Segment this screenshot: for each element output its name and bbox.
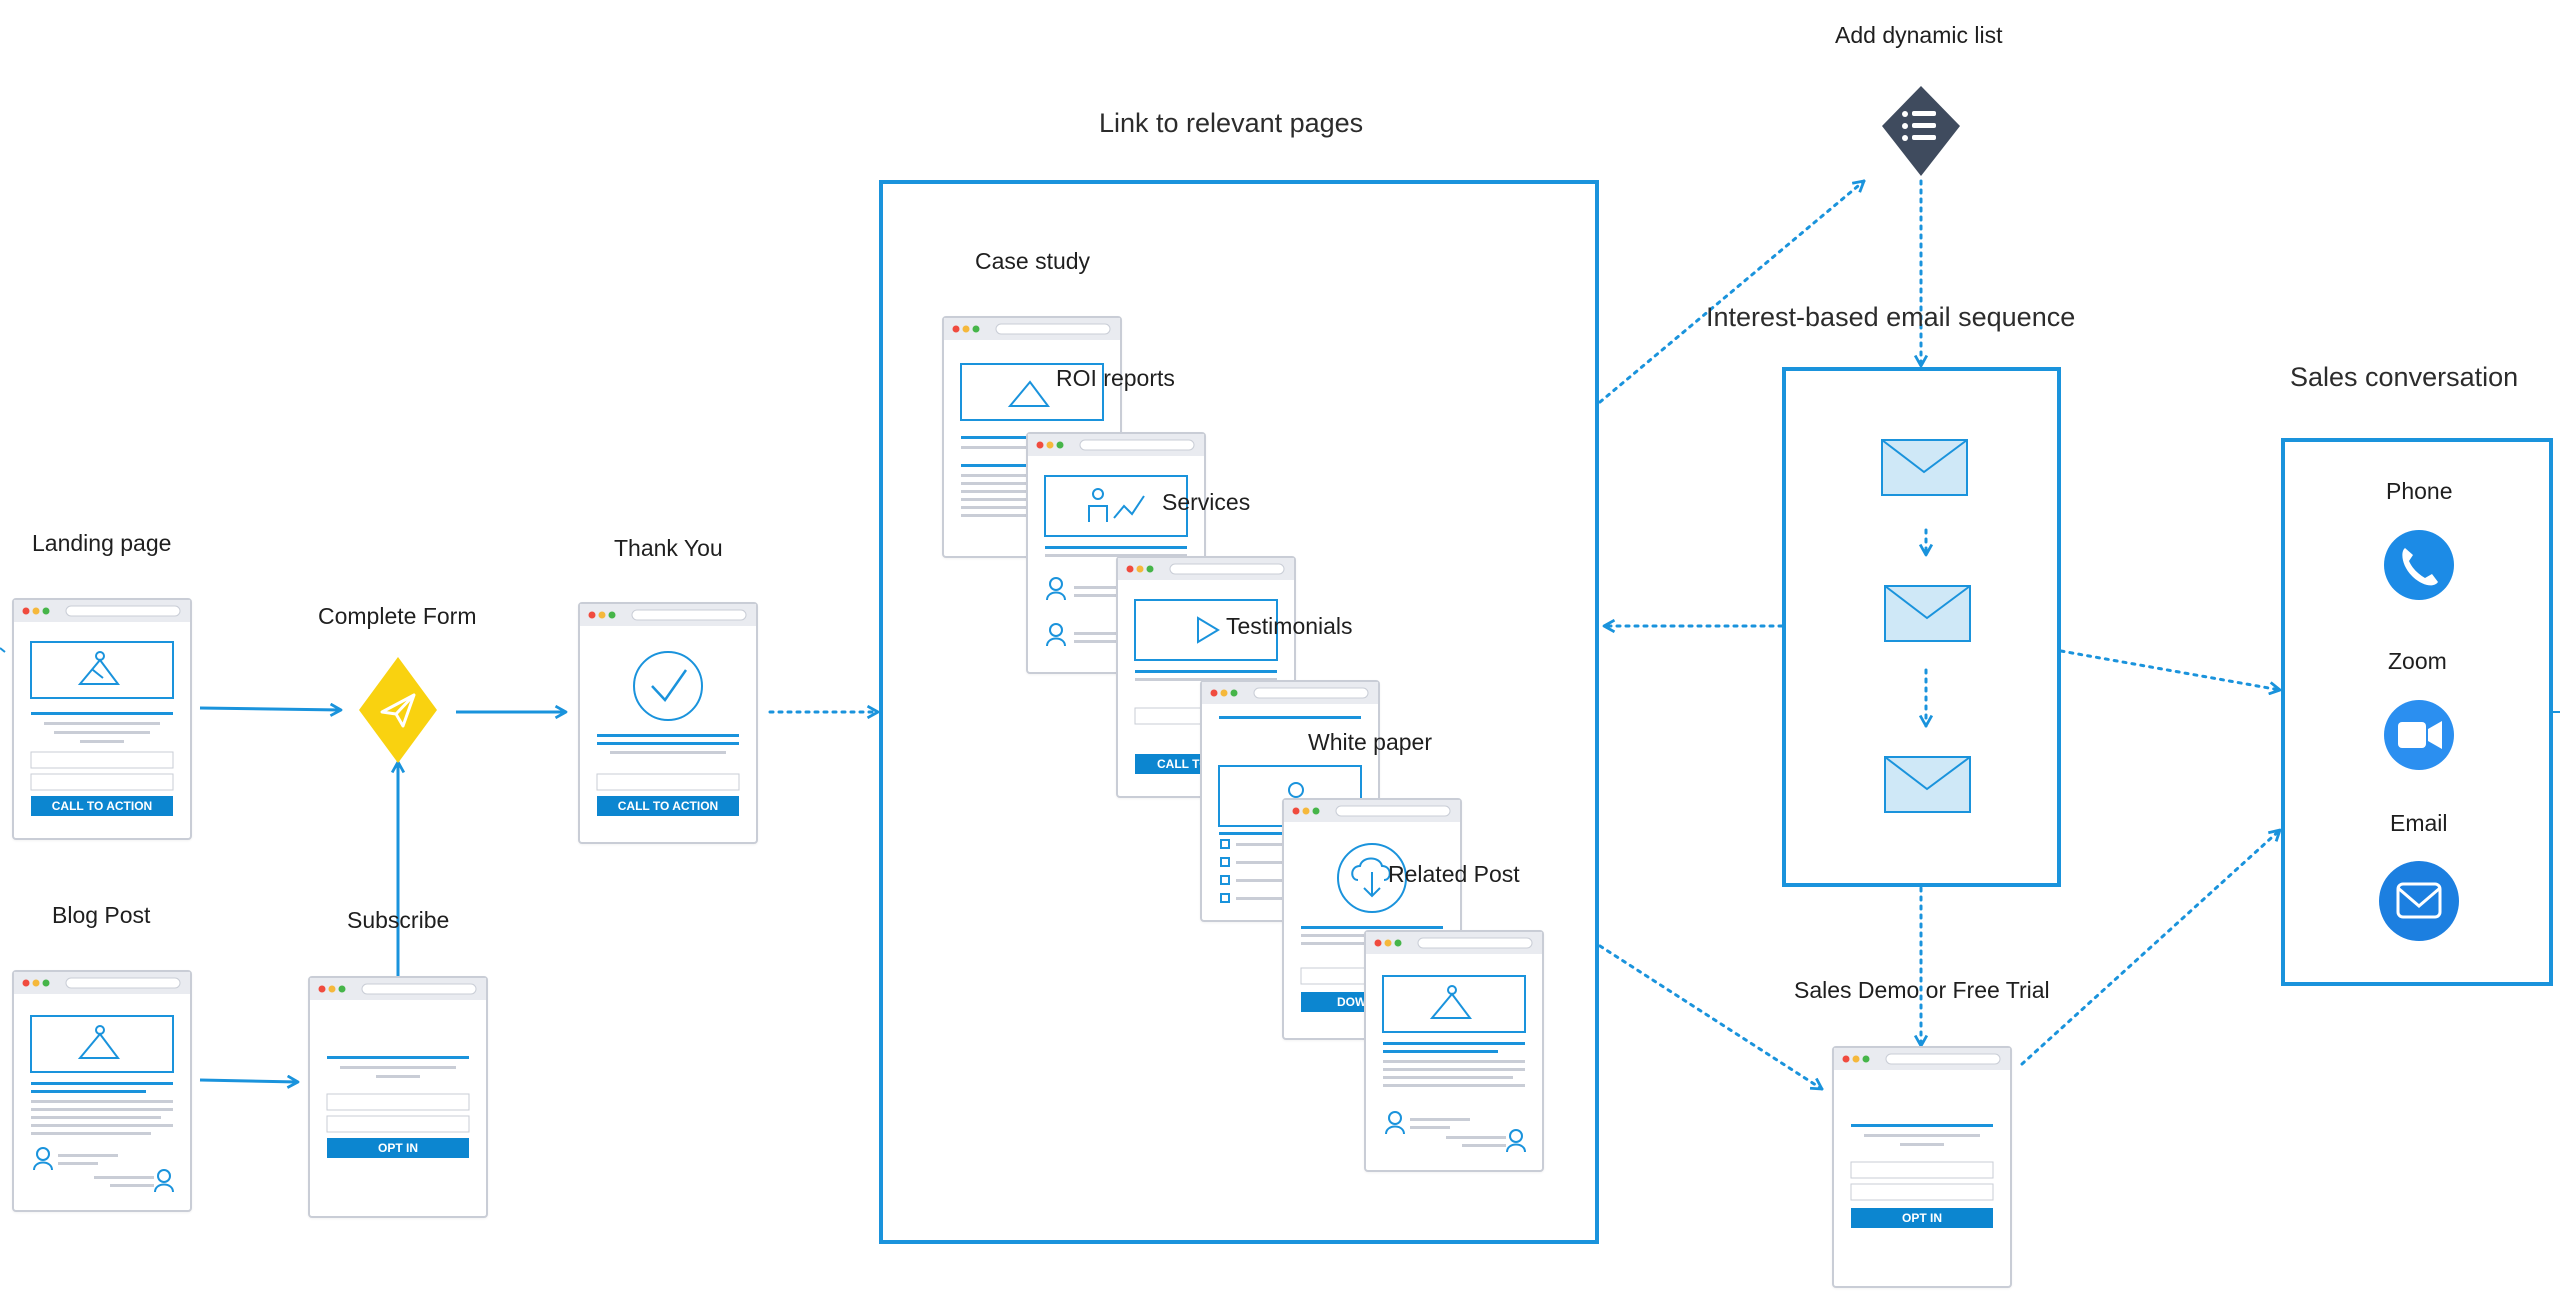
paper-plane-icon — [380, 693, 416, 728]
blog-post-label: Blog Post — [52, 902, 151, 928]
complete-form-diamond — [359, 657, 437, 763]
email-label: Email — [2390, 810, 2448, 836]
call-to-action-button[interactable]: CALL TO ACTION — [597, 796, 739, 816]
sales-demo-card: OPT IN — [1832, 1046, 2012, 1288]
link-relevant-pages-label: Link to relevant pages — [1099, 108, 1364, 138]
envelope-icon-1 — [1881, 439, 1968, 496]
list-icon — [1902, 111, 1936, 141]
subscribe-label: Subscribe — [347, 907, 450, 933]
white-paper-label: White paper — [1308, 729, 1433, 755]
video-camera-icon — [2398, 721, 2442, 749]
landing-page-label: Landing page — [32, 530, 172, 556]
envelope-icon-3 — [1884, 756, 1971, 813]
services-label: Services — [1162, 489, 1251, 515]
solid-connectors — [199, 708, 566, 1082]
complete-form-label: Complete Form — [318, 603, 477, 629]
subscribe-card: OPT IN — [308, 976, 488, 1218]
envelope-icon — [2396, 882, 2442, 919]
interest-email-label: Interest-based email sequence — [1706, 302, 2076, 332]
phone-label: Phone — [2386, 478, 2453, 504]
sales-demo-label: Sales Demo or Free Trial — [1794, 977, 2050, 1003]
opt-in-button[interactable]: OPT IN — [1851, 1208, 1993, 1228]
sales-conversation-label: Sales conversation — [2290, 362, 2519, 392]
related-post-card — [1364, 930, 1544, 1172]
zoom-button[interactable] — [2384, 700, 2454, 770]
call-to-action-button[interactable]: CALL TO ACTION — [31, 796, 173, 816]
sales-conversation-box — [2281, 438, 2553, 986]
phone-button[interactable] — [2384, 530, 2454, 600]
envelope-icon-2 — [1884, 585, 1971, 642]
landing-page-card: CALL TO ACTION — [12, 598, 192, 840]
blog-post-card — [12, 970, 192, 1212]
thank-you-label: Thank You — [614, 535, 723, 561]
add-dynamic-list-label: Add dynamic list — [1835, 22, 2003, 48]
email-sequence-box — [1782, 367, 2061, 887]
testimonials-label: Testimonials — [1226, 613, 1353, 639]
related-post-label: Related Post — [1388, 861, 1520, 887]
zoom-label: Zoom — [2388, 648, 2447, 674]
dotted-connectors — [768, 179, 2282, 1091]
case-study-label: Case study — [975, 248, 1091, 274]
roi-reports-label: ROI reports — [1056, 365, 1175, 391]
relevant-pages-box — [879, 180, 1599, 1244]
phone-icon — [2402, 548, 2438, 586]
left-edge-tick — [0, 647, 6, 653]
thank-you-card: CALL TO ACTION — [578, 602, 758, 844]
email-button[interactable] — [2379, 861, 2459, 941]
dynamic-list-diamond — [1882, 86, 1960, 176]
opt-in-button[interactable]: OPT IN — [327, 1138, 469, 1158]
